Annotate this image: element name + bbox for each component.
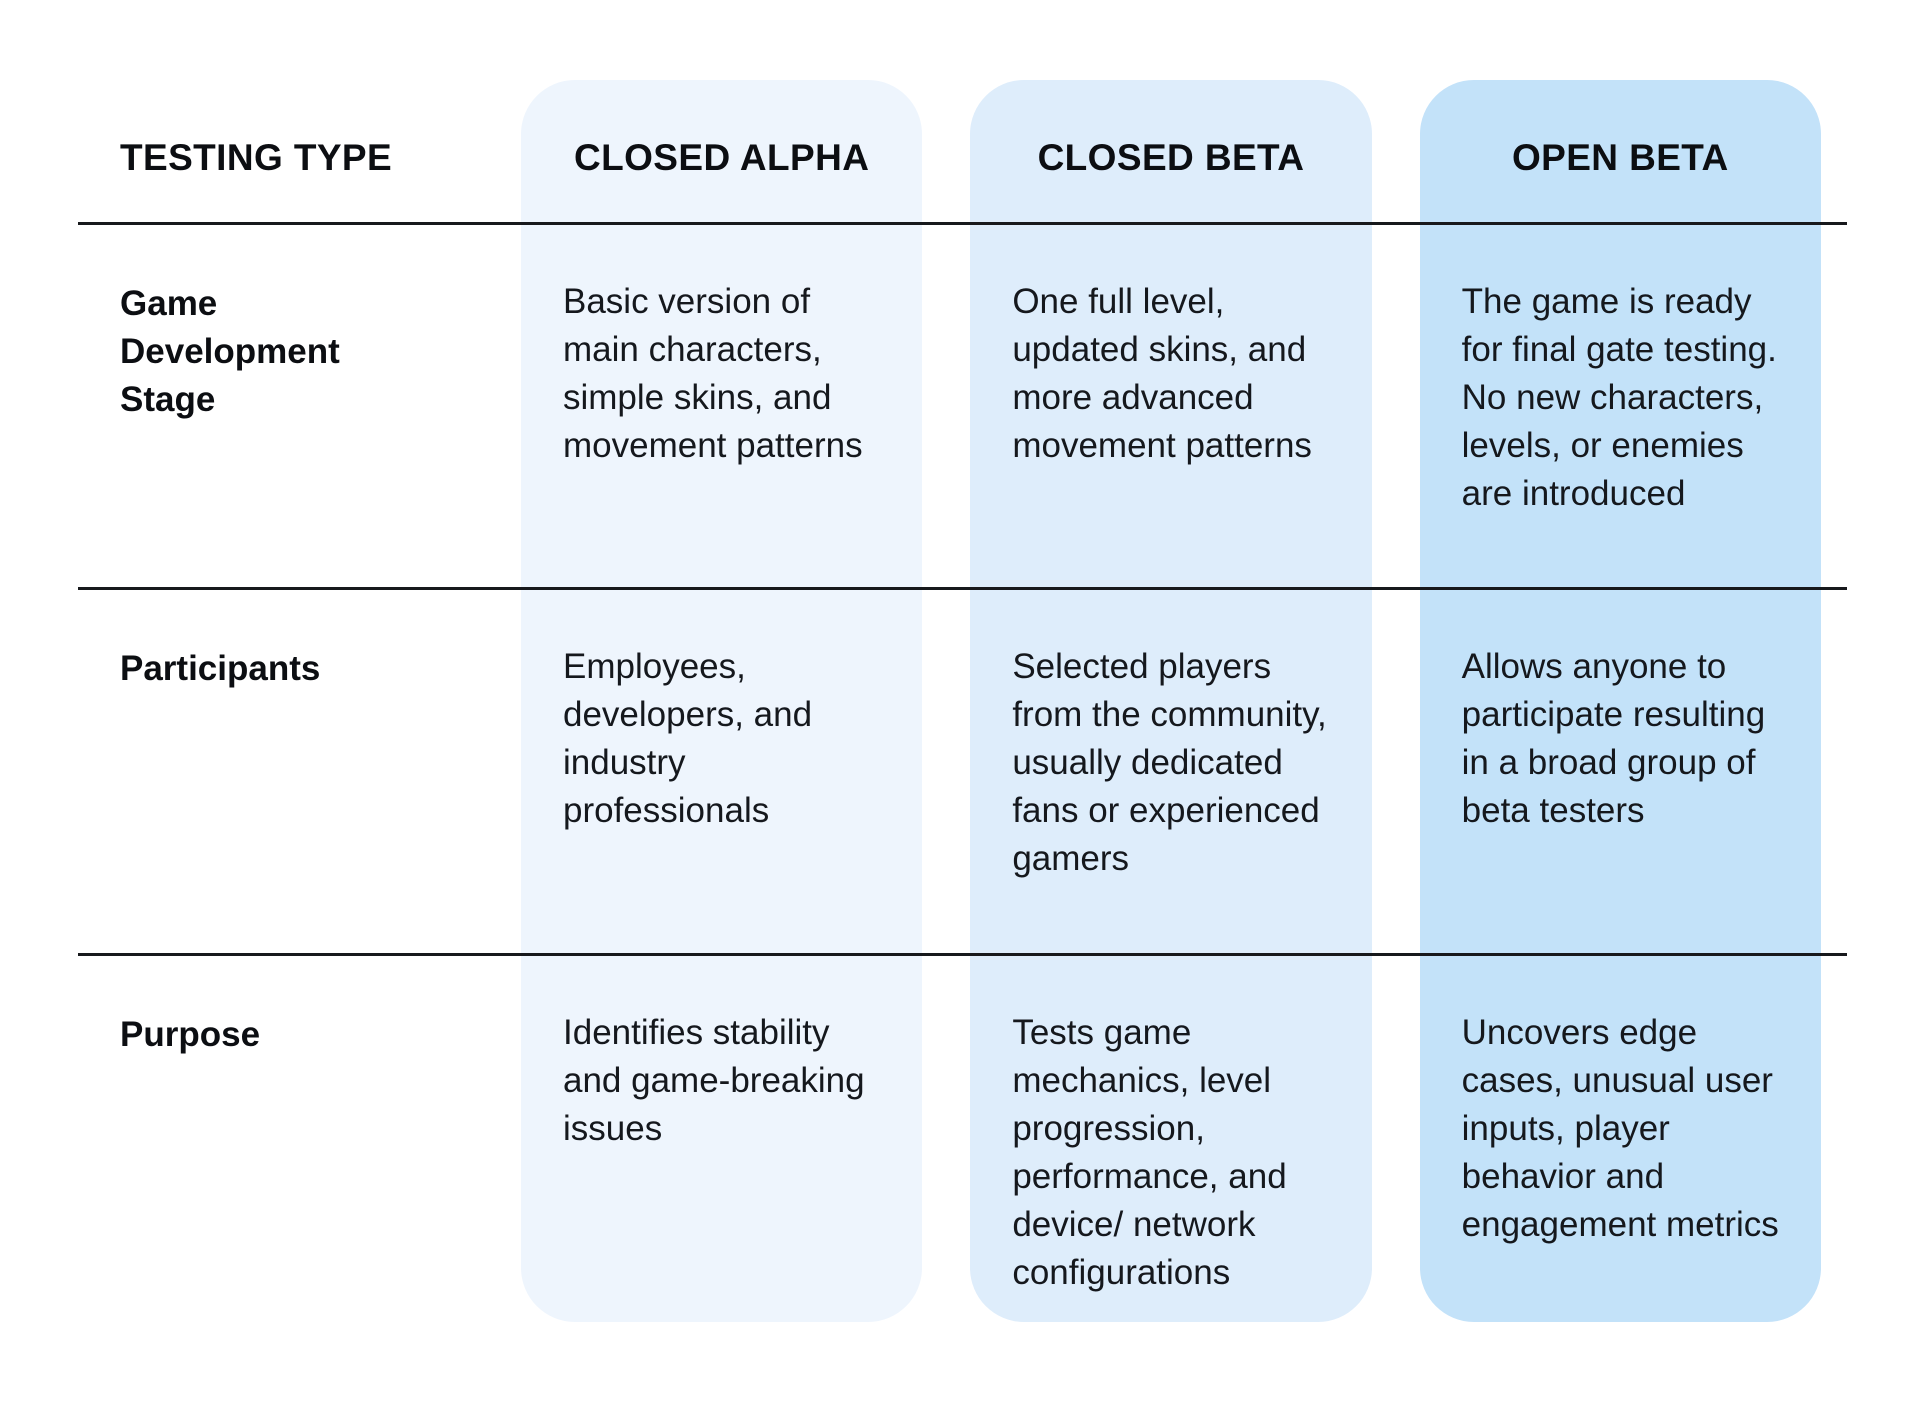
cell-purpose-closed-beta: Tests game mechanics, level progression,… bbox=[970, 953, 1371, 1322]
row-label-game-development-stage: Game Development Stage bbox=[78, 222, 473, 587]
header-open-beta: OPEN BETA bbox=[1420, 80, 1821, 222]
cell-text: Allows anyone to participate resulting i… bbox=[1461, 647, 1766, 830]
row-divider-purpose bbox=[78, 953, 1847, 956]
cell-dev-stage-open-beta: The game is ready for final gate testing… bbox=[1420, 222, 1821, 587]
cell-participants-closed-alpha: Employees, developers, and industry prof… bbox=[521, 587, 922, 953]
cell-text: Identifies stability and game-breaking i… bbox=[563, 1013, 865, 1148]
cell-dev-stage-closed-beta: One full level, updated skins, and more … bbox=[970, 222, 1371, 587]
row-divider-participants bbox=[78, 587, 1847, 590]
cell-participants-open-beta: Allows anyone to participate resulting i… bbox=[1420, 587, 1821, 953]
row-label-purpose: Purpose bbox=[78, 953, 473, 1322]
cell-participants-closed-beta: Selected players from the community, usu… bbox=[970, 587, 1371, 953]
row-label-text: Game Development Stage bbox=[120, 284, 340, 419]
closed-alpha-column-background bbox=[521, 80, 923, 1322]
cell-text: Uncovers edge cases, unusual user inputs… bbox=[1461, 1013, 1779, 1244]
cell-text: Selected players from the community, usu… bbox=[1012, 647, 1327, 878]
header-closed-beta: CLOSED BETA bbox=[970, 80, 1371, 222]
table-grid: TESTING TYPE CLOSED ALPHA CLOSED BETA OP… bbox=[78, 80, 1821, 1322]
testing-types-comparison-table: TESTING TYPE CLOSED ALPHA CLOSED BETA OP… bbox=[78, 80, 1847, 1322]
cell-text: The game is ready for final gate testing… bbox=[1461, 282, 1777, 513]
open-beta-column-background bbox=[1419, 80, 1821, 1322]
header-closed-alpha: CLOSED ALPHA bbox=[521, 80, 922, 222]
row-divider-header bbox=[78, 222, 1847, 225]
cell-text: One full level, updated skins, and more … bbox=[1012, 282, 1312, 465]
header-closed-alpha-label: CLOSED ALPHA bbox=[574, 137, 870, 178]
cell-text: Employees, developers, and industry prof… bbox=[563, 647, 813, 830]
header-open-beta-label: OPEN BETA bbox=[1511, 137, 1729, 178]
header-testing-type-label: TESTING TYPE bbox=[120, 137, 393, 178]
closed-beta-column-background bbox=[970, 80, 1372, 1322]
row-label-text: Participants bbox=[120, 649, 321, 688]
cell-purpose-open-beta: Uncovers edge cases, unusual user inputs… bbox=[1420, 953, 1821, 1322]
row-label-participants: Participants bbox=[78, 587, 473, 953]
cell-dev-stage-closed-alpha: Basic version of main characters, simple… bbox=[521, 222, 922, 587]
cell-text: Basic version of main characters, simple… bbox=[563, 282, 863, 465]
cell-purpose-closed-alpha: Identifies stability and game-breaking i… bbox=[521, 953, 922, 1322]
header-closed-beta-label: CLOSED BETA bbox=[1037, 137, 1305, 178]
cell-text: Tests game mechanics, level progression,… bbox=[1012, 1013, 1287, 1292]
header-testing-type: TESTING TYPE bbox=[78, 80, 473, 222]
row-label-text: Purpose bbox=[120, 1015, 261, 1054]
